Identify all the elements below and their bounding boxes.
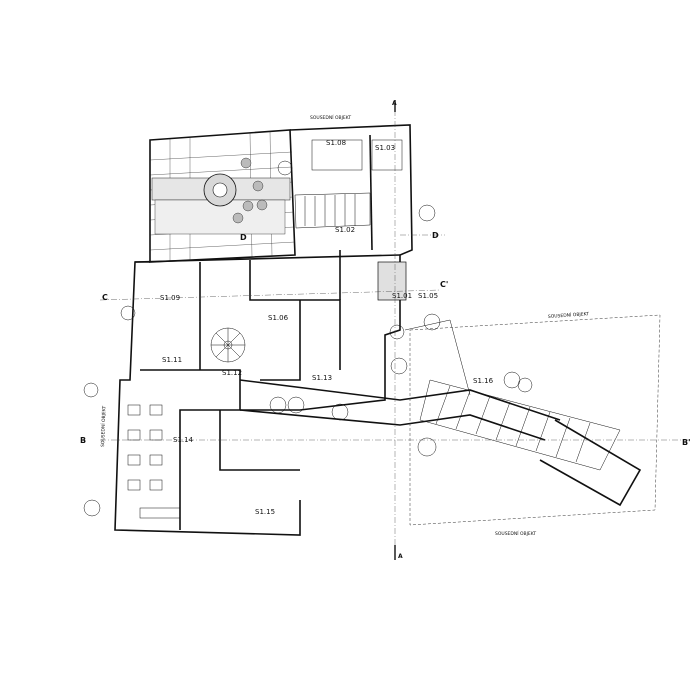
section-mark-c-right: C'	[440, 280, 448, 289]
section-cut-lines	[99, 110, 690, 555]
svg-text:A: A	[398, 553, 403, 560]
section-mark-d-right: D	[432, 231, 439, 240]
svg-text:A: A	[392, 100, 397, 107]
svg-text:S1.11: S1.11	[162, 356, 182, 364]
svg-text:S1.13: S1.13	[312, 374, 332, 382]
svg-text:S1.16: S1.16	[473, 377, 494, 385]
svg-text:S1.01: S1.01	[392, 292, 412, 300]
svg-text:S1.09: S1.09	[160, 294, 180, 302]
detail-hatch-circles	[83, 160, 533, 517]
neighbor-label-left: SOUSEDNÍ OBJEKT	[99, 405, 107, 447]
neighbor-label-top: SOUSEDNÍ OBJEKT	[310, 114, 351, 121]
neighbor-boundary	[409, 314, 661, 526]
svg-text:S1.06: S1.06	[268, 314, 289, 322]
svg-text:S1.05: S1.05	[418, 292, 438, 300]
room-label: S1.06 S1.09 S1.03 S1.08 S1.01 S1.02 S1.1…	[160, 139, 494, 516]
svg-text:S1.12: S1.12	[222, 369, 242, 377]
section-mark-c-left: C	[102, 293, 108, 302]
diagonal-passage	[239, 319, 642, 507]
section-mark-b-left: B	[80, 436, 86, 445]
svg-text:S1.02: S1.02	[335, 226, 355, 234]
svg-text:S1.08: S1.08	[326, 139, 346, 147]
section-mark-a-bottom: A	[394, 545, 403, 560]
svg-text:S1.14: S1.14	[173, 436, 194, 444]
svg-text:S1.03: S1.03	[375, 144, 395, 152]
neighbor-label-bottom: SOUSEDNÍ OBJEKT	[495, 530, 536, 537]
round-table-icon	[203, 157, 268, 224]
seating-area	[127, 404, 181, 519]
section-mark-b-right: B'	[682, 438, 691, 447]
spiral-stair-icon	[210, 327, 246, 363]
section-mark-d-left: D	[240, 233, 247, 242]
section-mark-a-top: A	[392, 100, 397, 112]
svg-text:S1.15: S1.15	[255, 508, 275, 516]
neighbor-label-right: SOUSEDNÍ OBJEKT	[548, 310, 590, 320]
